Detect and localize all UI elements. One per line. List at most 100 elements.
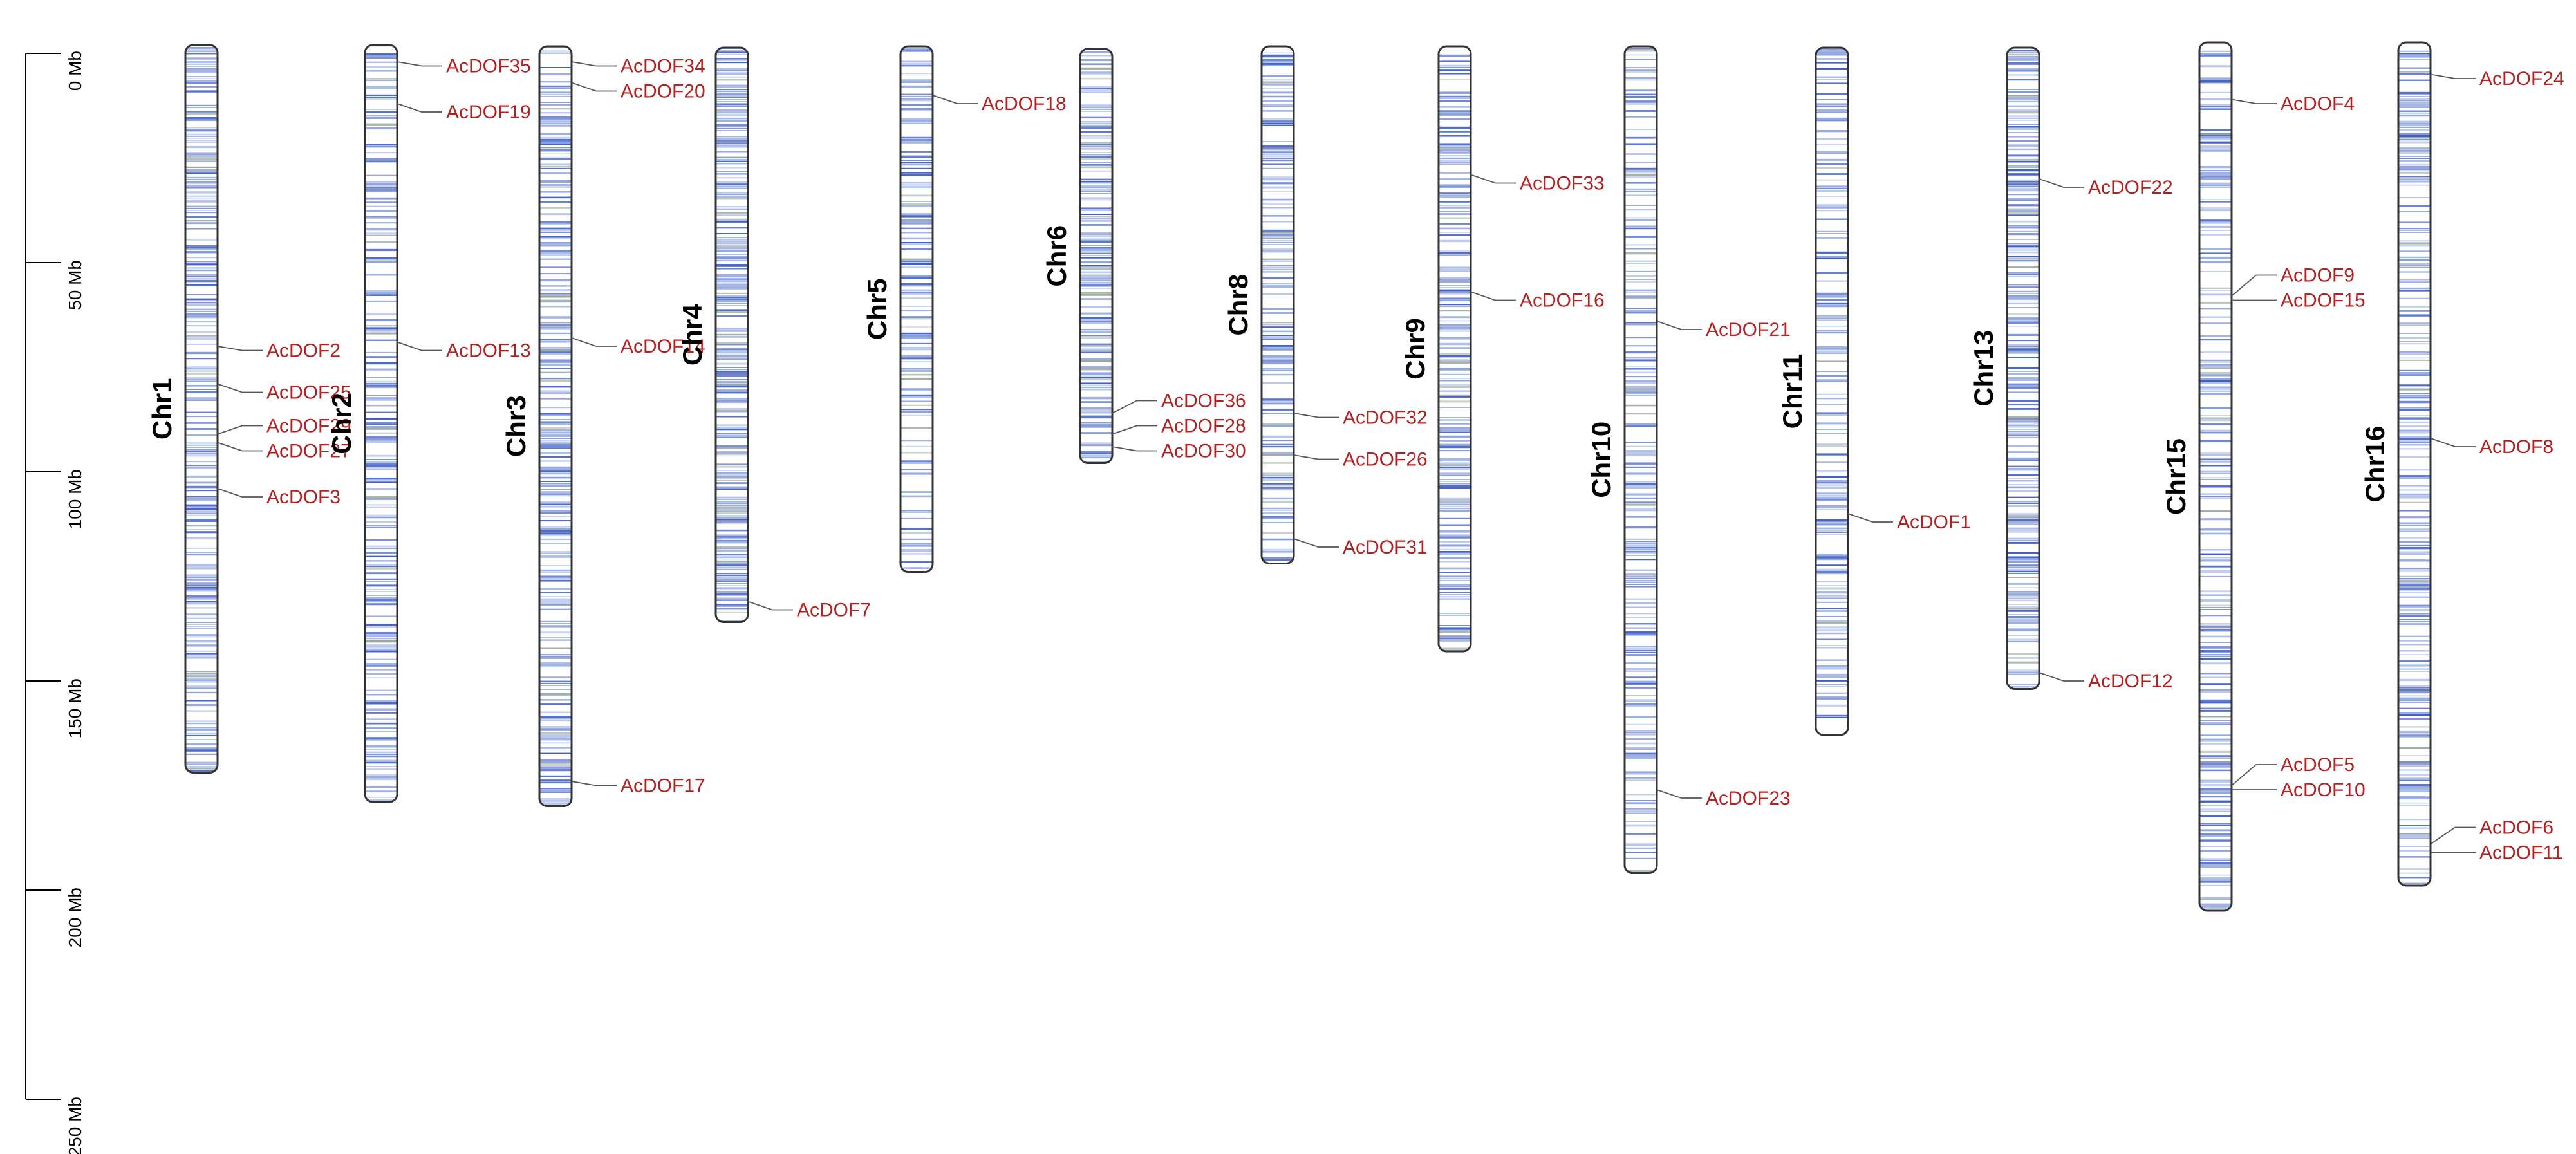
density-band	[539, 229, 572, 232]
density-band	[1080, 250, 1112, 253]
gene-density-bands	[901, 48, 933, 569]
density-band	[539, 227, 572, 230]
density-band	[2007, 467, 2039, 470]
density-band	[2007, 367, 2039, 369]
density-band	[1080, 67, 1112, 70]
density-band	[716, 60, 748, 62]
density-band	[2199, 81, 2232, 84]
density-band	[539, 363, 572, 366]
density-band	[185, 313, 218, 315]
density-band	[2199, 440, 2232, 443]
density-band	[365, 422, 397, 425]
density-band	[185, 628, 218, 629]
density-band	[1080, 216, 1112, 218]
density-band	[1816, 111, 1848, 113]
density-band	[1439, 287, 1471, 288]
density-band	[2398, 98, 2431, 100]
density-band	[1816, 196, 1848, 197]
density-band	[1439, 464, 1471, 466]
density-band	[365, 749, 397, 751]
density-band	[539, 575, 572, 578]
density-band	[2007, 379, 2039, 381]
density-band	[365, 595, 397, 596]
density-band	[539, 163, 572, 165]
density-band	[2398, 856, 2431, 858]
density-band	[2199, 652, 2232, 653]
density-band	[716, 358, 748, 360]
density-band	[2199, 673, 2232, 675]
density-band	[1625, 559, 1657, 561]
density-band	[365, 496, 397, 498]
density-band	[2199, 187, 2232, 188]
density-band	[1816, 120, 1848, 122]
density-band	[1080, 401, 1112, 403]
density-band	[365, 578, 397, 580]
density-band	[901, 160, 933, 161]
density-band	[185, 279, 218, 283]
density-band	[716, 604, 748, 606]
density-band	[185, 691, 218, 694]
density-band	[2199, 470, 2232, 473]
density-band	[1625, 773, 1657, 775]
density-band	[1080, 158, 1112, 160]
density-band	[2007, 95, 2039, 97]
density-band	[1262, 64, 1294, 67]
density-band	[365, 368, 397, 371]
density-band	[365, 677, 397, 679]
density-band	[2199, 796, 2232, 798]
density-band	[185, 321, 218, 323]
gene-label: AcDOF25	[266, 382, 351, 404]
density-band	[901, 266, 933, 268]
density-band	[1625, 723, 1657, 725]
chromosome-body	[185, 45, 218, 773]
density-band	[1816, 218, 1848, 220]
density-band	[1080, 265, 1112, 267]
density-band	[2398, 685, 2431, 687]
density-band	[185, 187, 218, 189]
density-band	[2007, 249, 2039, 251]
density-band	[1816, 632, 1848, 635]
density-band	[2398, 100, 2431, 102]
density-band	[365, 669, 397, 671]
density-band	[716, 606, 748, 607]
density-band	[901, 355, 933, 357]
gene-label: AcDOF29	[266, 416, 351, 437]
density-band	[716, 297, 748, 299]
density-band	[539, 380, 572, 382]
density-band	[539, 703, 572, 705]
density-band	[539, 116, 572, 119]
density-band	[2199, 627, 2232, 629]
density-band	[1625, 833, 1657, 835]
chromosome-label: Chr3	[501, 395, 531, 457]
density-band	[716, 476, 748, 478]
density-band	[2007, 99, 2039, 101]
density-band	[1262, 440, 1294, 442]
density-band	[185, 238, 218, 241]
density-band	[1262, 532, 1294, 534]
density-band	[1080, 423, 1112, 426]
density-band	[1080, 145, 1112, 147]
density-band	[716, 259, 748, 262]
density-band	[1080, 199, 1112, 201]
gene-leader-line	[217, 442, 263, 452]
density-band	[901, 561, 933, 563]
density-band	[716, 181, 748, 184]
density-band	[365, 185, 397, 187]
density-band	[2199, 472, 2232, 474]
density-band	[1262, 59, 1294, 61]
density-band	[1816, 581, 1848, 583]
density-band	[1816, 381, 1848, 382]
density-band	[1625, 404, 1657, 407]
density-band	[1816, 717, 1848, 718]
chromosome-label: Chr10	[1586, 422, 1616, 498]
density-band	[1080, 135, 1112, 137]
density-band	[1625, 270, 1657, 272]
density-band	[716, 76, 748, 78]
density-band	[1439, 299, 1471, 301]
density-band	[1439, 268, 1471, 271]
density-band	[1262, 207, 1294, 209]
density-band	[1625, 852, 1657, 853]
density-band	[2199, 351, 2232, 353]
density-band	[1262, 104, 1294, 106]
